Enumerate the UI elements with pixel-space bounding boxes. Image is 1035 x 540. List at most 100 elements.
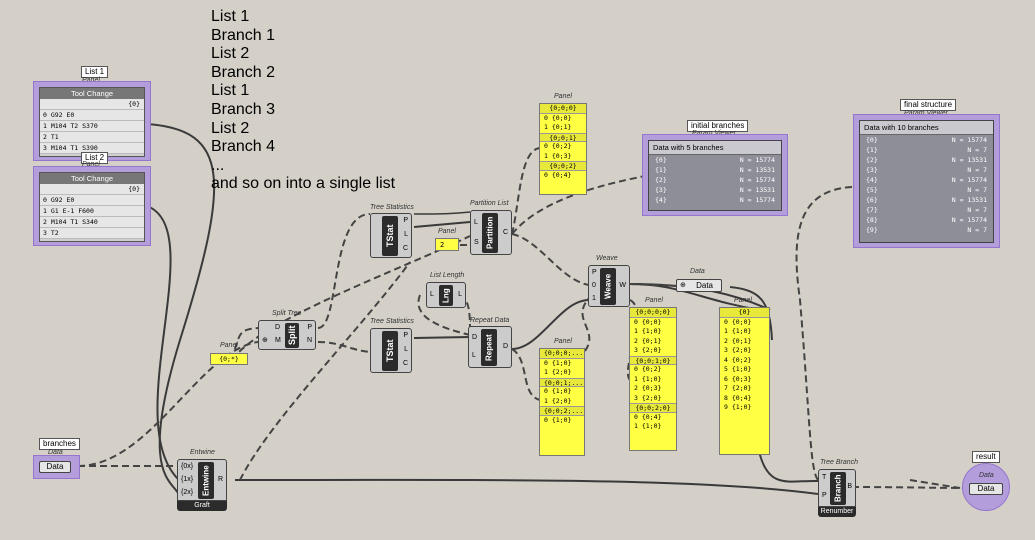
component-title: Partition List [470, 200, 509, 207]
component-title: Split Tree [272, 310, 302, 317]
data-param[interactable]: Data [39, 461, 71, 473]
branch-path: {9} [866, 226, 878, 234]
output-label: P [307, 324, 312, 331]
wire [146, 205, 179, 480]
branch-path: {5} [866, 186, 878, 194]
output-label: R [217, 476, 223, 483]
repeat-label: Repeat [481, 329, 497, 366]
weave-component[interactable]: P 0 1 Weave W [588, 265, 630, 307]
branch-path: {0} [655, 156, 667, 164]
data-param[interactable]: Data [969, 483, 1003, 495]
group-label-result: result [972, 451, 1000, 463]
list-item: 4 {0;2} [724, 355, 752, 364]
branch-path: {1} [655, 166, 667, 174]
branch-path: {3} [655, 186, 667, 194]
entwine-component[interactable]: {0x} {1x} {2x} Entwine R [177, 459, 227, 501]
branch-path: {0;0;0;... [540, 349, 584, 359]
input-label: T [822, 474, 827, 481]
branch-path: {0} [40, 184, 144, 195]
panel-right[interactable]: {0} 0 {0;0} 1 {1;0} 2 {0;1} 3 {2;0} 4 {0… [719, 307, 770, 455]
initial-branches-group[interactable]: Data with 5 branches {0}N = 15774 {1}N =… [642, 134, 788, 216]
repeat-data-component[interactable]: D L Repeat D [468, 326, 512, 368]
wire [626, 299, 639, 381]
list2-group[interactable]: Tool Change {0} 0 G92 E0 1 G1 E-1 F600 2… [33, 166, 151, 246]
item-count: N = 7 [967, 146, 987, 154]
list-item: 0 {0;2} [634, 365, 662, 373]
data-param-label: Data [696, 281, 713, 290]
wire [239, 261, 411, 481]
split-tree-component[interactable]: D M ⊕ Split P N [258, 320, 316, 350]
panel-weave[interactable]: {0;0;0;0} 0 {0;0} 1 {1;0} 2 {0;1} 3 {2;0… [629, 307, 677, 451]
input-label: L [472, 352, 476, 359]
list-length-component[interactable]: L Lng L [426, 282, 466, 308]
item-count: N = 15774 [951, 216, 987, 224]
wire [413, 211, 471, 215]
output-label: D [502, 343, 508, 350]
output-label: P [403, 217, 408, 224]
branch-path: {3} [866, 166, 878, 174]
pattern-panel[interactable]: {0;*} [210, 353, 248, 365]
input-label: {0x} [181, 463, 194, 470]
item-count: N = 15774 [739, 196, 775, 204]
item-count: N = 13531 [739, 166, 775, 174]
wire [417, 294, 471, 336]
item-count: N = 7 [967, 186, 987, 194]
branch-label: Branch [830, 472, 846, 505]
list-item: 1 {1;0} [634, 327, 662, 335]
output-label: L [458, 291, 462, 298]
tree-statistics-component-1[interactable]: TStat P L C [370, 213, 412, 258]
input-label: D [472, 334, 478, 341]
wire [629, 283, 679, 287]
list-item: 0 {0;0} [724, 317, 752, 326]
data-param[interactable]: ⊕ Data [676, 279, 722, 292]
viewer-row: {4}N = 15774 [649, 195, 781, 205]
partition-list-component[interactable]: L S Partition C [470, 210, 512, 255]
tree-branch-component[interactable]: T P Branch B [818, 469, 856, 507]
panel-title: Panel [645, 297, 663, 304]
output-label: N [306, 337, 312, 344]
param-viewer-final[interactable]: Data with 10 branches {0}N = 15774 {1}N … [859, 120, 994, 243]
branches-group[interactable]: Data [33, 455, 80, 479]
wire [511, 175, 646, 235]
input-label: D [275, 324, 281, 331]
panel-middle[interactable]: {0;0;0;... 0 {1;0} 1 {2;0} {0;0;1;... 0 … [539, 348, 585, 456]
note-line: Branch 1 [211, 26, 276, 44]
list-item: 1 {0;1} [544, 123, 572, 131]
wire [234, 478, 819, 495]
component-title: Weave [596, 255, 618, 262]
viewer-row: {4}N = 15774 [860, 175, 993, 185]
list-item: 1 {1;0} [634, 422, 662, 430]
list-item: 2 {0;1} [634, 336, 662, 345]
tree-statistics-component-2[interactable]: TStat P L C [370, 328, 412, 373]
toolchange-panel-2[interactable]: Tool Change {0} 0 G92 E0 1 G1 E-1 F600 2… [39, 172, 145, 242]
viewer-row: {7}N = 7 [860, 205, 993, 215]
final-structure-group[interactable]: Data with 10 branches {0}N = 15774 {1}N … [853, 114, 1000, 248]
split-label: Split [285, 323, 299, 348]
list-item: 2 T1 [40, 132, 144, 143]
panel-top[interactable]: {0;0;0} 0 {0;0} 1 {0;1} {0;0;1} 0 {0;2} … [539, 103, 587, 195]
wire [511, 348, 541, 401]
panel-title: Panel [220, 342, 238, 349]
result-group[interactable]: Data Data [962, 463, 1010, 511]
wire [77, 341, 259, 467]
item-count: N = 15774 [739, 176, 775, 184]
branch-path: {0;0;2} [540, 161, 586, 171]
list-item: 3 T2 [40, 228, 144, 239]
viewer-row: {1} N = 13531 [649, 165, 781, 175]
panel-title: Panel [554, 93, 572, 100]
panel-two[interactable]: 2 [435, 238, 459, 251]
list-item: 2 {0;3} [634, 384, 662, 392]
branch-path: {0} [720, 308, 769, 318]
wire [795, 186, 853, 481]
toolchange-panel-1[interactable]: Tool Change {0} 0 G92 E0 1 M104 T2 S370 … [39, 87, 145, 157]
branch-path: {0;0;1;0} [630, 355, 676, 365]
panel-title: Panel [734, 297, 752, 304]
output-label: B [847, 483, 852, 490]
list1-group[interactable]: Tool Change {0} 0 G92 E0 1 M104 T2 S370 … [33, 81, 151, 161]
output-label: C [502, 229, 508, 236]
input-label: 0 [592, 282, 596, 289]
renumber-footer: Renumber [818, 507, 856, 517]
list-item: 3 {2;0} [634, 393, 662, 402]
param-viewer-initial[interactable]: Data with 5 branches {0}N = 15774 {1}N =… [648, 140, 782, 211]
